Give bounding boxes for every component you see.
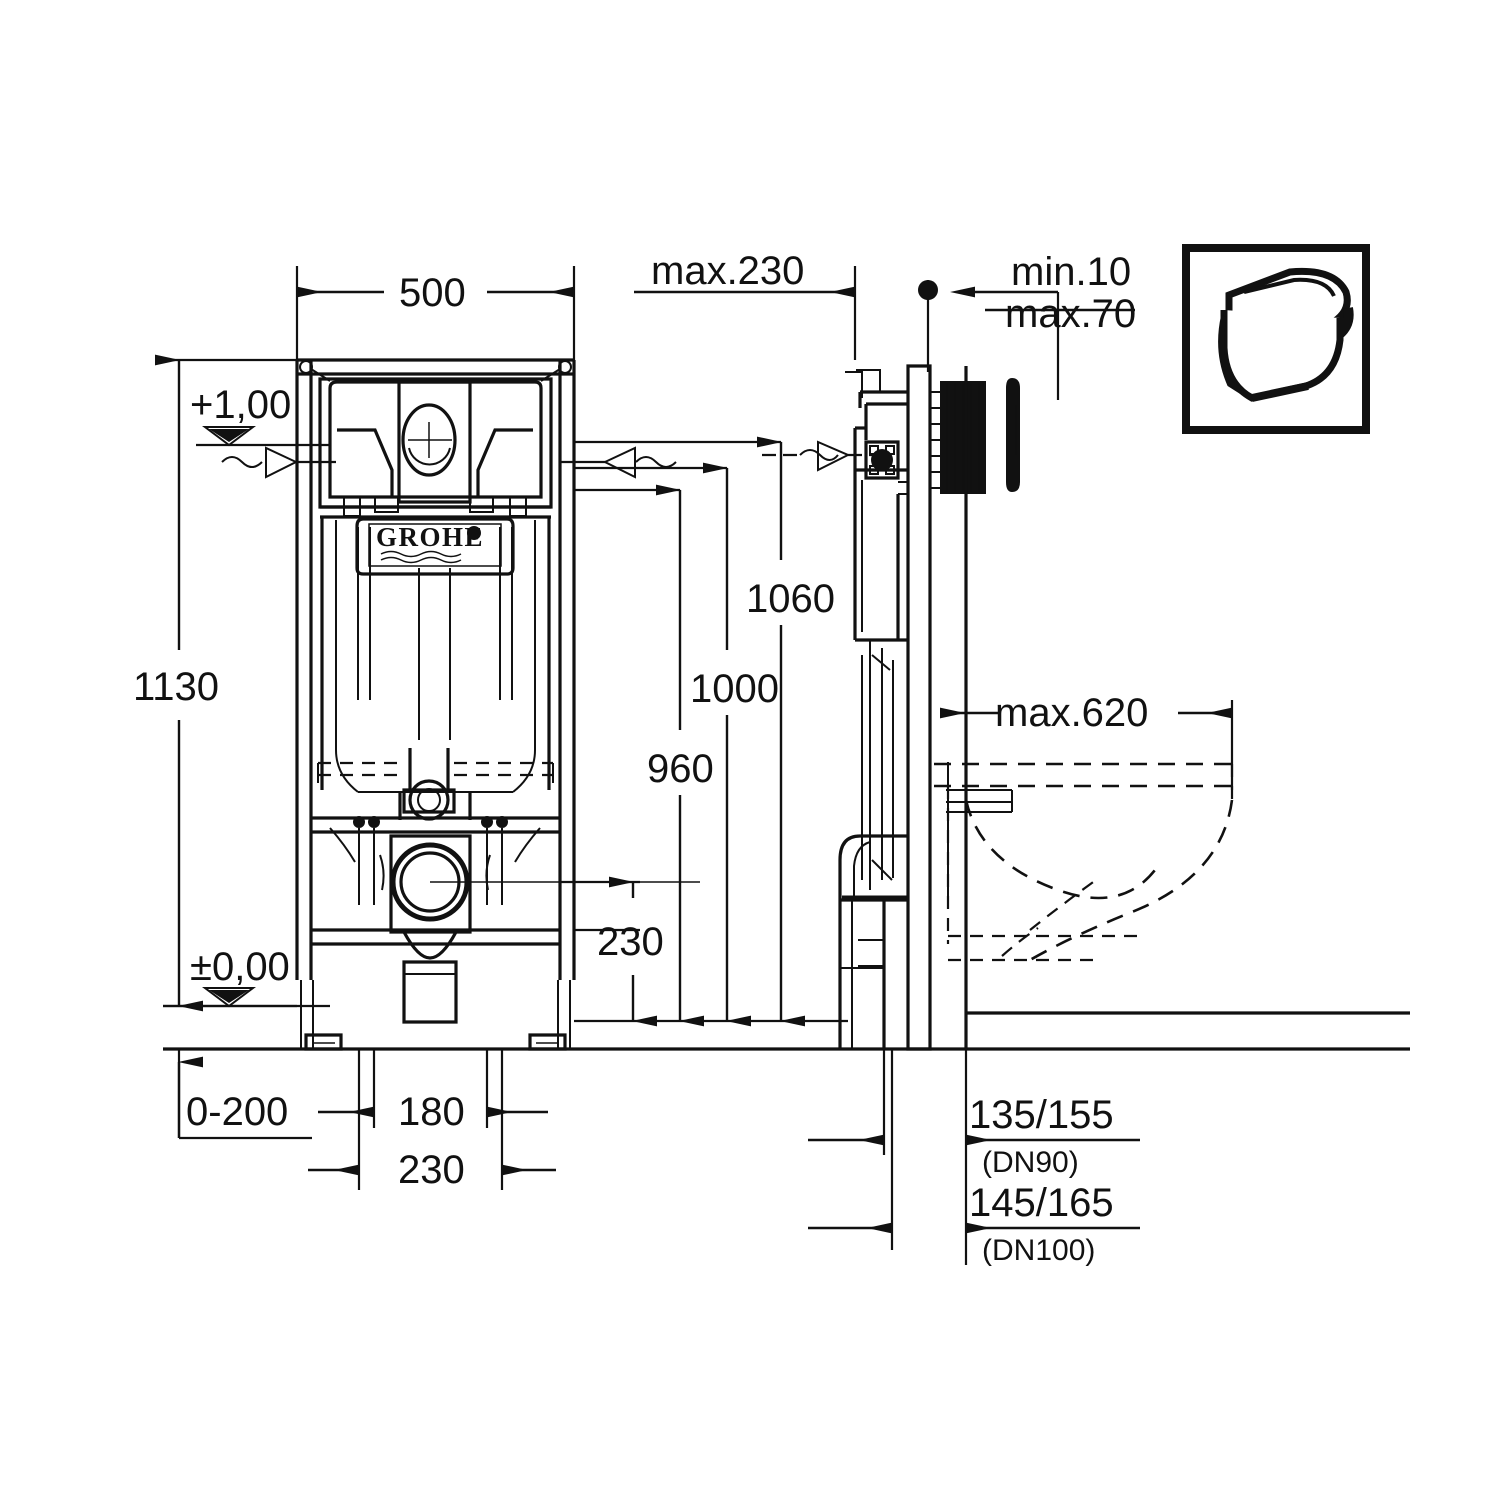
flush-actuator-ribbed-block (930, 381, 986, 494)
dimension-dn100: 145/165 (DN100) (808, 1049, 1140, 1267)
dimension-230-bolt-label: 230 (398, 1148, 465, 1192)
dimension-max620: max.620 (940, 691, 1234, 790)
dimension-min10-label: min.10 (1011, 250, 1131, 294)
dimension-dn90-label: (DN90) (982, 1146, 1079, 1179)
dimension-960-label: 960 (647, 747, 714, 791)
dimension-1060-label: 1060 (746, 577, 835, 621)
vertical-dimension-chain: 1060 1000 960 230 (560, 436, 848, 1027)
level-marker-zero: ±0,00 (163, 945, 330, 1008)
level-marker-top: +1,00 (190, 383, 330, 447)
dimension-500-label: 500 (399, 271, 466, 315)
wall-hung-toilet-icon (1218, 267, 1354, 402)
dimension-180: 180 (318, 1049, 548, 1134)
level-triangle-icon (202, 426, 256, 447)
frame-side-view (838, 364, 1020, 1051)
dimension-max230: max.230 (634, 249, 857, 360)
dimension-max620-label: max.620 (995, 691, 1148, 735)
dimension-230-bolt: 230 (308, 1049, 556, 1192)
grohe-wave-icon (380, 550, 462, 564)
level-top-label: +1,00 (190, 383, 291, 427)
flush-pipe-and-rails (311, 748, 700, 1024)
center-dot-marker (918, 280, 938, 300)
dimension-230-label: 230 (597, 920, 664, 964)
dimension-1130-label: 1130 (133, 665, 219, 709)
dimension-500: 500 (295, 266, 576, 360)
dimension-1000-label: 1000 (690, 667, 779, 711)
dimension-0-200-label: 0-200 (186, 1090, 288, 1134)
dimension-max230-label: max.230 (651, 249, 804, 293)
dimension-180-label: 180 (398, 1090, 465, 1134)
cistern-front-body (318, 377, 553, 519)
dimension-0-200: 0-200 (177, 1049, 312, 1140)
level-triangle-icon-zero (202, 987, 256, 1008)
frame-front-view (295, 358, 576, 1051)
level-zero-label: ±0,00 (190, 945, 290, 989)
grohe-logo-dot (467, 526, 481, 540)
flush-plate-side-profile (1006, 378, 1020, 492)
product-inset-box (1182, 244, 1370, 434)
dimension-dn90-value: 135/155 (969, 1093, 1114, 1137)
wc-bowl-dashed-outline (934, 762, 1234, 962)
dimension-dn100-label: (DN100) (982, 1234, 1095, 1267)
dimension-plate-thickness: min.10 max.70 (918, 250, 1136, 400)
dimension-1130: 1130 (133, 354, 297, 1012)
cistern-lower-shell: GROHE (320, 517, 551, 820)
water-supply-arrow-icon-left (221, 446, 336, 479)
dimension-dn100-value: 145/165 (969, 1181, 1114, 1225)
water-supply-arrow-icon-right (560, 446, 677, 479)
grohe-logo-text: GROHE (376, 522, 484, 552)
dimension-max70-label: max.70 (1005, 292, 1136, 336)
